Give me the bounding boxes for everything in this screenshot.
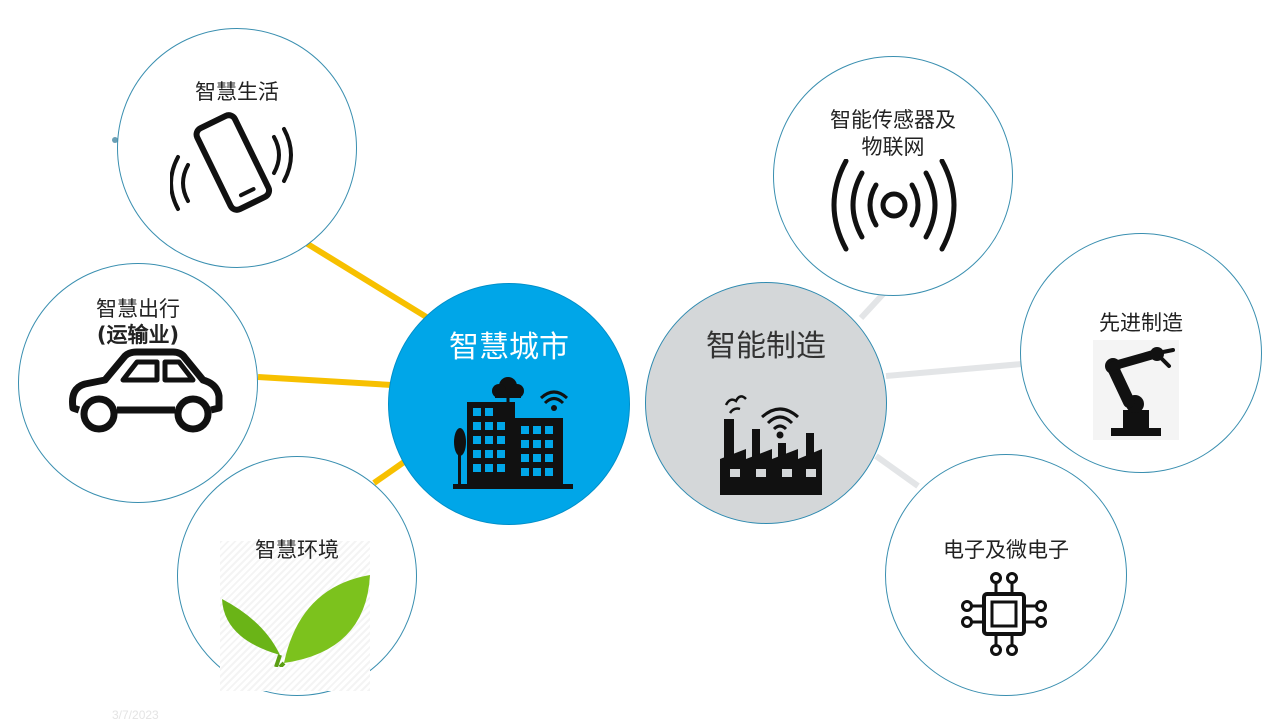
node-label: 智慧生活 [195, 80, 279, 104]
hub-label: 智慧城市 [449, 330, 569, 365]
car-icon [69, 348, 223, 433]
node-label-line1: 智能传感器及 [830, 108, 956, 132]
wireless-signal-icon [831, 159, 957, 252]
node-sensors-iot: 智能传感器及 物联网 [773, 56, 1013, 296]
link-smart-environment [372, 459, 406, 486]
node-label: 智慧环境 [255, 538, 339, 562]
link-electronics [874, 453, 920, 489]
node-smart-life: 智慧生活 [117, 28, 357, 268]
node-label-line2: 物联网 [861, 135, 925, 159]
hub-smart-city: 智慧城市 [388, 283, 630, 525]
node-label-line1: 智慧出行 [96, 297, 180, 321]
microchip-icon [961, 572, 1047, 656]
link-advanced-manufacturing [885, 361, 1023, 379]
link-smart-life [304, 240, 430, 321]
node-label: 先进制造 [1099, 311, 1183, 335]
link-sensors-iot [858, 289, 888, 321]
node-label-line2: (运输业) [96, 323, 180, 347]
node-smart-mobility: 智慧出行 (运输业) [18, 263, 258, 503]
robot-arm-icon [1093, 340, 1179, 440]
leaf-icon [222, 575, 370, 667]
hub-label: 智能制造 [706, 329, 826, 364]
node-smart-environment: 智慧环境 [177, 456, 417, 696]
node-electronics: 电子及微电子 [885, 454, 1127, 696]
node-advanced-manufacturing: 先进制造 [1020, 233, 1262, 473]
smart-factory-icon [720, 395, 822, 495]
slide-date: 3/7/2023 [112, 708, 159, 722]
decorative-dot [112, 137, 118, 143]
hub-smart-manufacturing: 智能制造 [645, 282, 887, 524]
node-label: 电子及微电子 [943, 538, 1069, 562]
link-smart-mobility [257, 374, 393, 388]
smart-building-icon [453, 377, 573, 489]
vibrating-phone-icon [170, 112, 293, 213]
